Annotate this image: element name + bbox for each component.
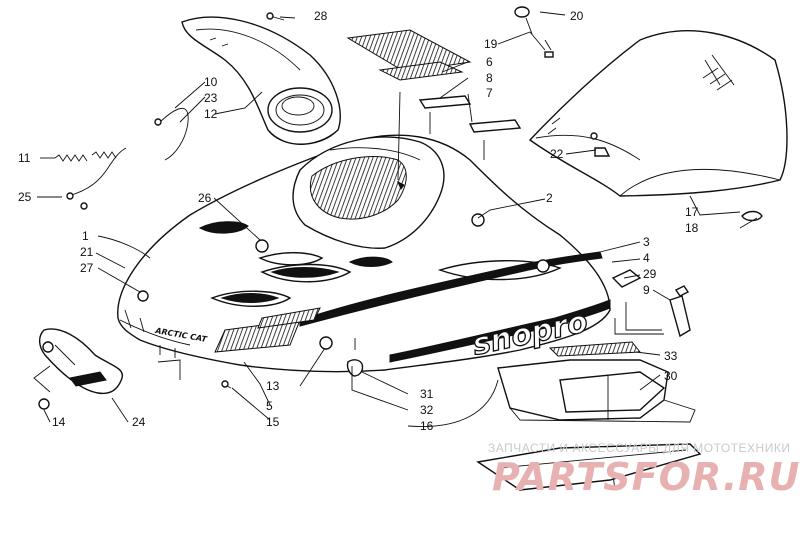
callout-8: 8 [486, 71, 493, 85]
callout-32: 32 [420, 403, 434, 417]
watermark-logo: PARTSFOR.RU [492, 455, 800, 499]
callout-19: 19 [484, 37, 498, 51]
callout-22: 22 [550, 147, 564, 161]
callout-11: 11 [18, 151, 31, 165]
callout-24: 24 [132, 415, 146, 429]
hardware [38, 6, 691, 410]
callout-4: 4 [643, 251, 650, 265]
headlight-housing [181, 16, 341, 145]
callout-18: 18 [685, 221, 699, 235]
callout-6: 6 [486, 55, 493, 69]
callout-7: 7 [486, 86, 493, 100]
callout-1: 1 [82, 229, 89, 243]
callout-2: 2 [546, 191, 553, 205]
windshield-washer [741, 210, 763, 222]
hood: snopro ARCTIC CAT [117, 134, 611, 373]
callout-5: 5 [266, 399, 273, 413]
callout-3: 3 [643, 235, 650, 249]
leader-lines [33, 11, 758, 428]
side-panel [476, 341, 702, 491]
callout-29: 29 [643, 267, 657, 281]
callout-14: 14 [52, 415, 66, 429]
callout-21: 21 [80, 245, 94, 259]
watermark: ЗАПЧАСТИ И АКСЕССУАРЫ ДЛЯ МОТОТЕХНИКИ PA… [488, 441, 800, 499]
dash-pad [346, 29, 522, 133]
callout-27: 27 [80, 261, 94, 275]
callout-13: 13 [266, 379, 280, 393]
watermark-caption: ЗАПЧАСТИ И АКСЕССУАРЫ ДЛЯ МОТОТЕХНИКИ [488, 441, 790, 455]
callout-20: 20 [570, 9, 584, 23]
callout-10: 10 [204, 75, 218, 89]
callout-30: 30 [664, 369, 678, 383]
callout-23: 23 [204, 91, 218, 105]
callout-26: 26 [198, 191, 212, 205]
callout-17: 17 [685, 205, 699, 219]
callout-33: 33 [664, 349, 678, 363]
callout-15: 15 [266, 415, 280, 429]
callout-16: 16 [420, 419, 434, 433]
callout-9: 9 [643, 283, 650, 297]
left-side-panel [38, 328, 124, 395]
callout-31: 31 [420, 387, 434, 401]
callout-labels: 1 2 3 4 5 6 7 8 9 10 11 12 13 14 15 16 1… [18, 9, 699, 433]
callout-28: 28 [314, 9, 328, 23]
callout-12: 12 [204, 107, 218, 121]
windshield [528, 30, 788, 222]
callout-25: 25 [18, 190, 32, 204]
